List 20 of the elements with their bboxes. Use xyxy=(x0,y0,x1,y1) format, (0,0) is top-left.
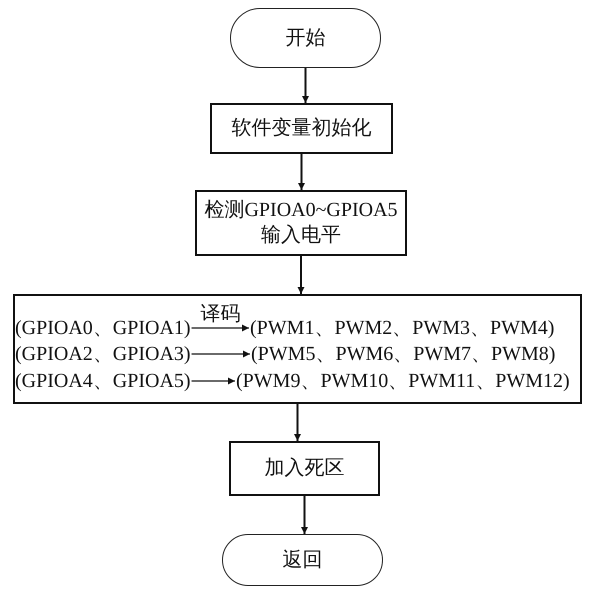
signal-text: (PWM1、PWM2、PWM3、PWM4) xyxy=(250,315,580,341)
arrow xyxy=(294,404,301,441)
signal-text: (PWM5、PWM6、PWM7、PWM8) xyxy=(251,341,581,367)
process-box: 加入死区 xyxy=(229,441,380,496)
arrow xyxy=(302,68,309,103)
arrow xyxy=(298,154,305,190)
arrow xyxy=(192,378,235,384)
terminal-shape: 开始 xyxy=(230,8,381,68)
arrow xyxy=(301,496,308,534)
arrow xyxy=(192,350,250,358)
terminal-shape: 返回 xyxy=(222,534,383,586)
process-box: 检测GPIOA0~GPIOA5 输入电平 xyxy=(195,190,407,256)
group-box xyxy=(13,294,582,404)
edge-label: 译码 xyxy=(200,304,240,324)
process-box: 软件变量初始化 xyxy=(210,103,393,154)
signal-text: (GPIOA2、GPIOA3) xyxy=(15,341,205,367)
signal-text: (GPIOA4、GPIOA5) xyxy=(15,368,205,394)
arrow xyxy=(192,324,249,332)
signal-text: (PWM9、PWM10、PWM11、PWM12) xyxy=(236,368,580,394)
arrow xyxy=(298,256,304,294)
